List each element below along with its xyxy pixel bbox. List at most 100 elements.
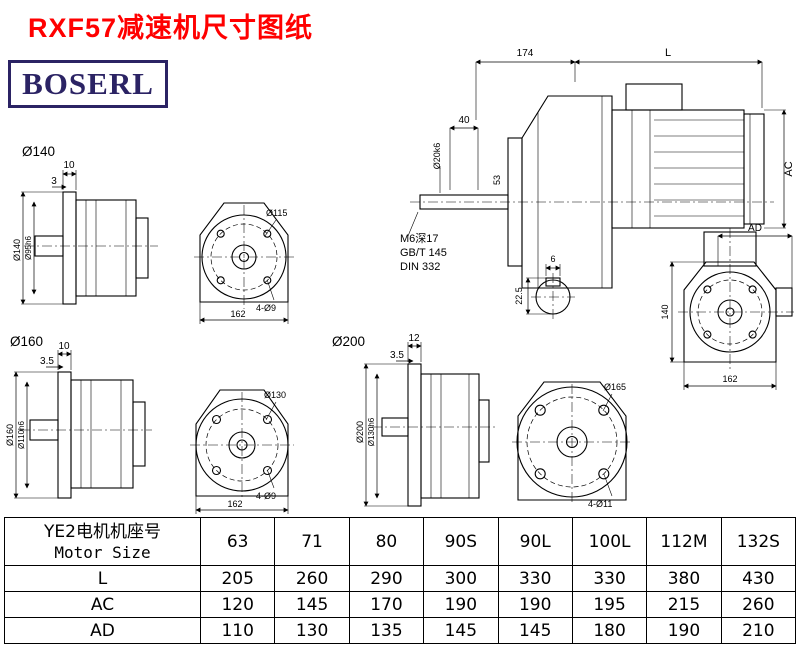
dim-spigot-140: Ø95h6 [24, 235, 33, 260]
flange-160-label: Ø160 [10, 334, 43, 349]
value-cell: 130 [274, 617, 350, 644]
dim-lip-200: 3.5 [390, 350, 404, 361]
flange-160-drawing: Ø160 10 3.5 Ø160 Ø110h6 [5, 334, 294, 514]
dim-rear-height: 140 [660, 304, 670, 319]
dim-key-depth: 22.5 [514, 287, 524, 305]
tap-standard-din: DIN 332 [400, 261, 440, 273]
dim-outer-140: Ø140 [12, 239, 22, 261]
value-cell: 120 [199, 591, 276, 618]
flange-200-side-view [372, 363, 496, 507]
motor-height-dimension: AC [764, 109, 795, 229]
dim-holes-140: 4-Ø9 [256, 303, 276, 313]
value-cell: 330 [497, 565, 573, 592]
flange-140-dimensions: 10 3 Ø140 Ø95h6 [12, 160, 77, 305]
rear-view: AD 140 162 [660, 223, 794, 390]
flange-200-label: Ø200 [332, 334, 365, 349]
value-cell: 190 [497, 591, 573, 618]
value-cell: 260 [274, 565, 350, 592]
value-cell: 290 [348, 565, 425, 592]
flange-160-front-view: Ø130 4-Ø9 162 [190, 389, 294, 514]
flange-140-front-view: Ø115 4-Ø9 162 [194, 202, 294, 324]
value-cell: 330 [571, 565, 648, 592]
tap-standard-gb: GB/T 145 [400, 247, 447, 259]
dim-outer-200: Ø200 [355, 421, 365, 443]
dim-lip-160: 3.5 [40, 356, 54, 367]
header-en: Motor Size [54, 542, 151, 562]
dim-offset-140: 10 [63, 160, 75, 171]
value-cell: 210 [720, 617, 797, 644]
keyway-detail: 6 22.5 [514, 254, 575, 321]
dim-key-width: 6 [550, 254, 555, 264]
flange-200-dimensions: 12 3.5 Ø200 Ø130h6 [355, 333, 422, 507]
dim-width-160: 162 [227, 499, 242, 509]
value-cell: 170 [348, 591, 425, 618]
table-row-L: L 205 260 290 300 330 330 380 430 [4, 565, 797, 592]
dim-spigot-200: Ø130h6 [367, 417, 376, 446]
motor-size-header-cell: YE2电机机座号 Motor Size [4, 517, 201, 566]
dim-spigot-160: Ø110h6 [17, 421, 26, 449]
dim-bolt-circle-160: Ø130 [264, 390, 286, 400]
logo-text: BOSERL [22, 66, 154, 101]
main-assembly-body [410, 83, 774, 289]
header-cn: YE2电机机座号 [44, 521, 161, 542]
value-cell: 215 [646, 591, 722, 618]
value-cell: 180 [571, 617, 648, 644]
dimension-table: YE2电机机座号 Motor Size 63 71 80 90S 90L 100… [4, 517, 797, 644]
dim-AD: AD [748, 223, 762, 234]
value-cell: 205 [199, 565, 276, 592]
table-row-AC: AC 120 145 170 190 190 195 215 260 [4, 591, 797, 618]
size-cell: 112M [646, 517, 722, 566]
flange-160-side-view [20, 371, 152, 499]
flange-140-drawing: Ø140 10 3 Ø140 Ø95h6 [12, 144, 294, 324]
flange-160-dimensions: 10 3.5 Ø160 Ø110h6 [5, 341, 72, 499]
value-cell: 145 [274, 591, 350, 618]
size-cell: 71 [274, 517, 350, 566]
size-cell: 132S [720, 517, 797, 566]
tapped-hole-note: M6深17 GB/T 145 DIN 332 [400, 211, 447, 273]
value-cell: 190 [646, 617, 722, 644]
dim-rear-width: 162 [722, 374, 737, 384]
value-cell: 110 [199, 617, 276, 644]
flange-140-label: Ø140 [22, 144, 55, 159]
dim-holes-200: 4-Ø11 [588, 499, 612, 509]
dim-bolt-circle-140: Ø115 [266, 208, 287, 218]
row-label: AC [4, 591, 201, 618]
size-cell: 80 [348, 517, 425, 566]
dim-174: 174 [517, 48, 534, 59]
value-cell: 145 [497, 617, 573, 644]
size-cell: 100L [571, 517, 648, 566]
dim-bolt-circle-200: Ø165 [604, 382, 626, 392]
dim-L: L [665, 47, 671, 59]
row-label: AD [4, 617, 201, 644]
value-cell: 260 [720, 591, 797, 618]
dim-offset-160: 10 [58, 341, 70, 352]
size-cell: 90L [497, 517, 573, 566]
value-cell: 145 [423, 617, 499, 644]
size-cell: 90S [423, 517, 499, 566]
page-title: RXF57减速机尺寸图纸 [28, 13, 314, 43]
value-cell: 195 [571, 591, 648, 618]
dim-40: 40 [458, 115, 470, 126]
main-shaft-dimensions: 40 Ø20k6 53 [432, 115, 502, 193]
dim-shaft-dia: Ø20k6 [432, 143, 442, 170]
size-cell: 63 [199, 517, 276, 566]
value-cell: 300 [423, 565, 499, 592]
dim-lip-140: 3 [51, 176, 57, 187]
dim-53: 53 [492, 175, 502, 185]
dim-AC: AC [783, 161, 795, 176]
value-cell: 135 [348, 617, 425, 644]
value-cell: 190 [423, 591, 499, 618]
value-cell: 380 [646, 565, 722, 592]
value-cell: 430 [720, 565, 797, 592]
dim-holes-160: 4-Ø9 [256, 491, 276, 501]
flange-140-side-view [24, 191, 158, 305]
main-top-dimensions: 174 L [475, 47, 763, 120]
dim-offset-200: 12 [408, 333, 420, 344]
main-assembly-drawing: 174 L 40 [400, 47, 795, 390]
flange-200-front-view: Ø165 4-Ø11 [512, 381, 632, 509]
dim-width-140: 162 [230, 309, 245, 319]
table-row-AD: AD 110 130 135 145 145 180 190 210 [4, 617, 797, 644]
row-label: L [4, 565, 201, 592]
boserl-logo: BOSERL [8, 60, 168, 108]
